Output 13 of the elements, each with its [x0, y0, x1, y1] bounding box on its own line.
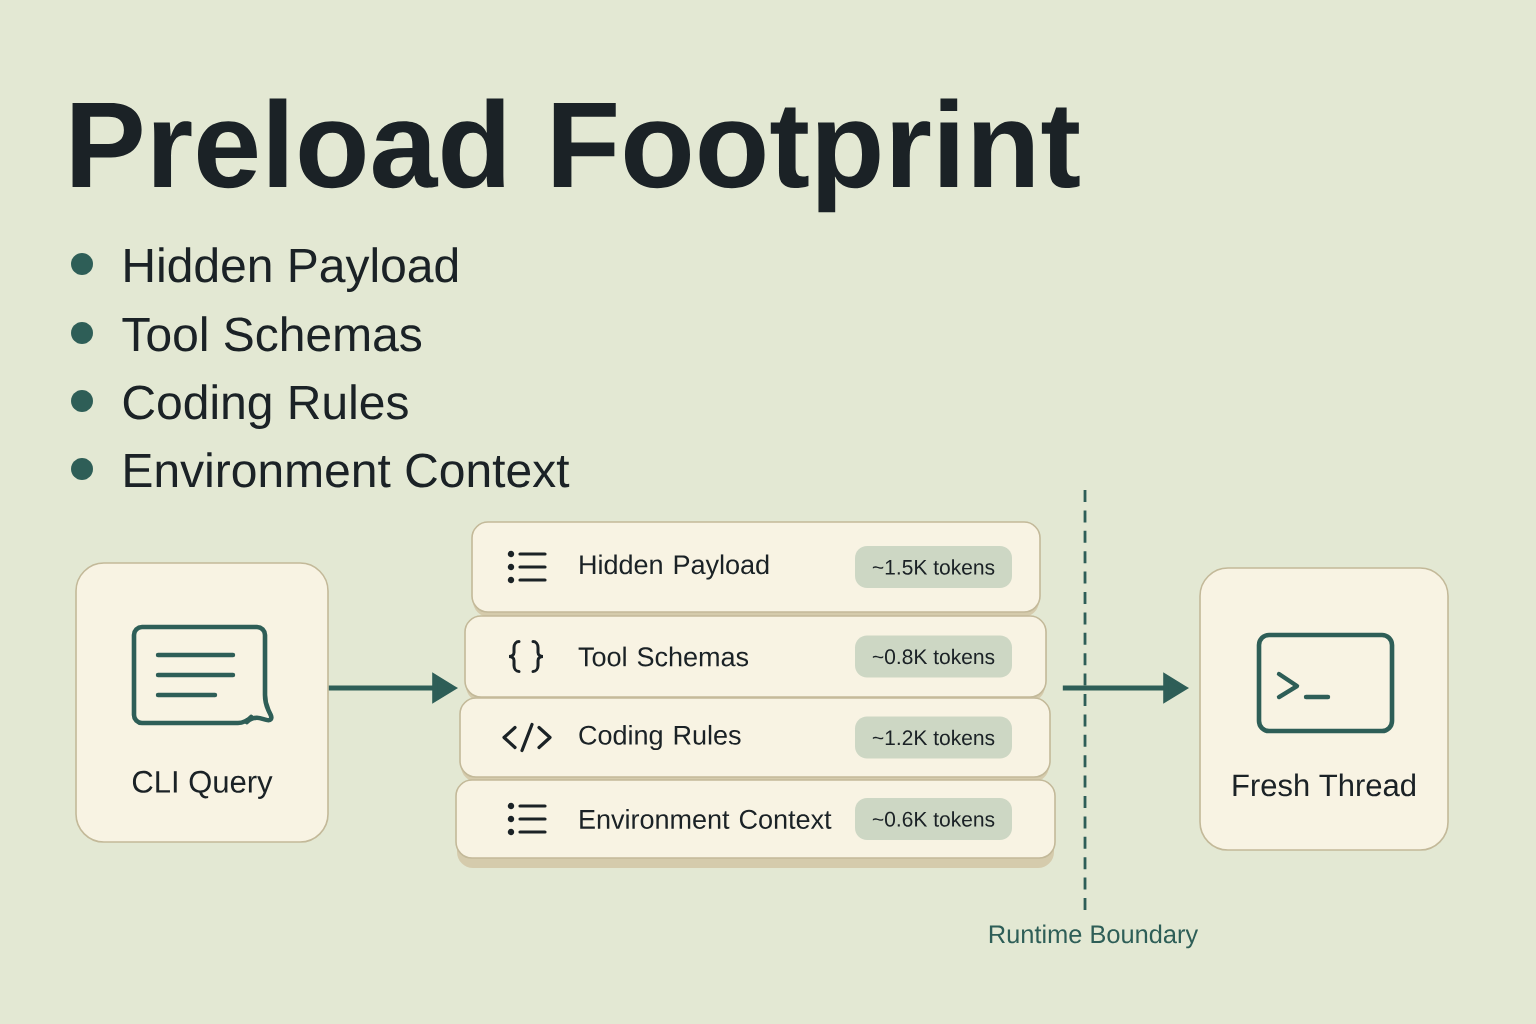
- list-item: Tool Schemas: [122, 316, 422, 352]
- boundary-label: Runtime Boundary: [989, 924, 1199, 949]
- list-item: Coding Rules: [123, 384, 408, 429]
- process-box: CLI Query: [75, 562, 329, 843]
- list-item: Environment Context: [125, 452, 570, 488]
- process-box: Fresh Thread: [1199, 567, 1449, 851]
- token-badge: ~0.6K tokens: [855, 798, 1012, 840]
- title: Preload Footprint: [72, 98, 1080, 213]
- token-badge: ~1.2K tokens: [855, 716, 1012, 759]
- list-item: Hidden Payload: [125, 247, 458, 292]
- token-badge: ~1.5K tokens: [855, 546, 1012, 588]
- node-label: Environment Context: [580, 809, 832, 829]
- token-badge: ~0.8K tokens: [855, 635, 1012, 678]
